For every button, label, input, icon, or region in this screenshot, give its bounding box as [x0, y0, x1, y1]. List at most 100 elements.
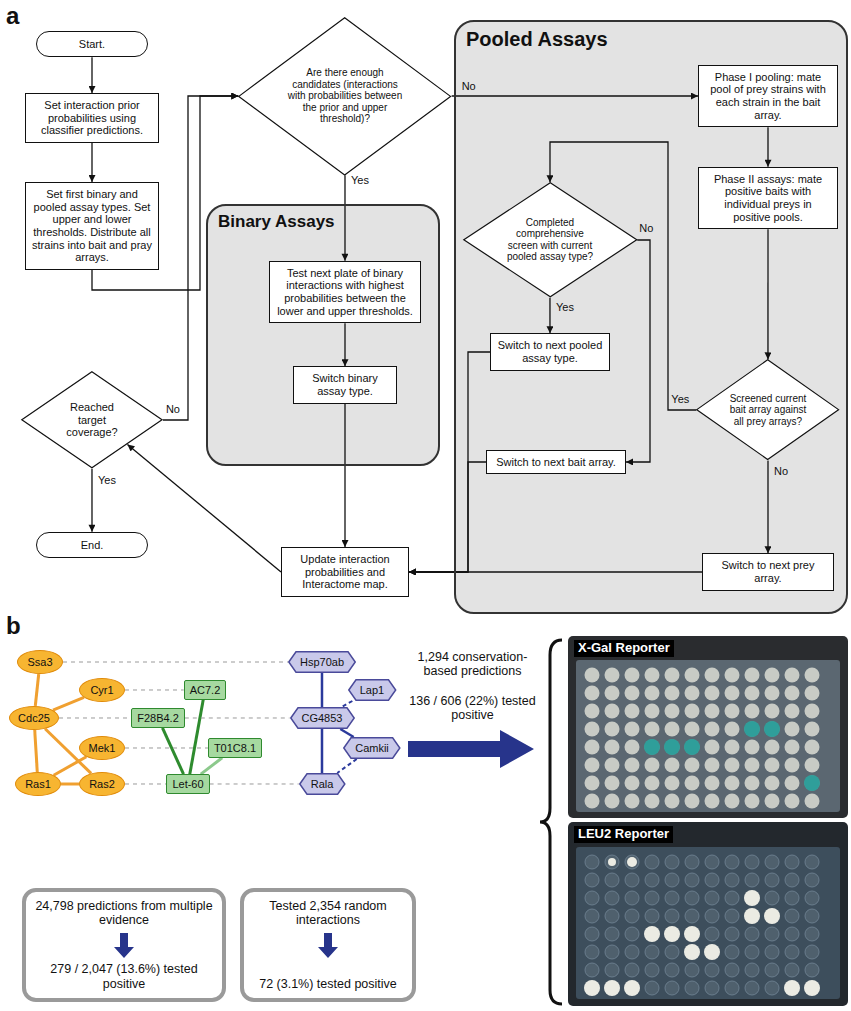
- interaction-line: [162, 728, 183, 774]
- node-text: Set first binary and pooled assay types.…: [32, 188, 152, 264]
- interaction-line: [53, 697, 84, 710]
- node-text: Completed comprehensive screen with curr…: [505, 217, 595, 263]
- process-box: Set first binary and pooled assay types.…: [25, 182, 159, 270]
- result-box: Tested 2,354 random interactions72 (3.1%…: [240, 888, 416, 1002]
- process-box: Switch binary assay type.: [293, 366, 397, 403]
- band-heading: Binary Assays: [218, 212, 335, 232]
- node-text: CG4853: [302, 712, 343, 725]
- process-box: Update interaction probabilities and Int…: [281, 547, 409, 597]
- node-text: 72 (3.1%) tested positive: [250, 977, 406, 991]
- process-box: Set interaction prior probabilities usin…: [25, 93, 159, 143]
- curly-brace: [540, 640, 562, 1004]
- interaction-line: [35, 730, 38, 772]
- flow-arrow: [452, 95, 698, 96]
- edge-label-box: No: [774, 465, 788, 478]
- down-arrow: [318, 933, 338, 958]
- panel-letter: a: [6, 2, 19, 30]
- interaction-line: [190, 700, 203, 774]
- annotation-text-box: 1,294 conservation-based predictions: [405, 650, 540, 679]
- plate-frame: [568, 636, 848, 818]
- colony-grid: [582, 853, 822, 997]
- interaction-line: [61, 783, 79, 786]
- gene-node: Lap1: [348, 679, 396, 701]
- annotation-text: 136 / 606 (22%) tested positive: [405, 694, 540, 723]
- annotation-text-box: 136 / 606 (22%) tested positive: [405, 694, 540, 723]
- edge-label: Yes: [351, 174, 369, 187]
- gene-node: Ras2: [79, 772, 125, 796]
- edge-label: Yes: [556, 301, 574, 314]
- decision-diamond: Screened current bait array against all …: [696, 359, 839, 460]
- blue-colonies: [644, 721, 820, 791]
- edge-label-box: No: [166, 403, 180, 416]
- process-box: Switch to next bait array.: [486, 450, 626, 475]
- gene-node: Cdc25: [9, 706, 59, 730]
- gene-node: F28B4.2: [131, 708, 185, 728]
- panel-letter: b: [6, 612, 21, 640]
- interaction-line: [185, 717, 290, 718]
- flow-arrow: [626, 240, 650, 462]
- interaction-line: [59, 717, 131, 718]
- flow-arrow: [344, 175, 345, 260]
- gene-node: CG4853: [290, 707, 355, 729]
- panel-letter-box: b: [6, 612, 21, 640]
- node-text: Rala: [311, 778, 334, 791]
- edge-label: Yes: [671, 393, 689, 406]
- interaction-line: [125, 689, 184, 690]
- flow-arrow: [409, 462, 486, 572]
- node-text: Ssa3: [27, 656, 52, 669]
- flow-arrow: [127, 444, 281, 572]
- big-arrow: [408, 730, 534, 768]
- node-text: Ras2: [89, 778, 115, 791]
- edge-label-box: No: [639, 222, 653, 235]
- node-text: End.: [45, 539, 139, 552]
- band-fill: [454, 20, 848, 614]
- gene-node: Camkii: [343, 737, 401, 759]
- node-text: Hsp70ab: [300, 656, 344, 669]
- interaction-line: [342, 701, 353, 707]
- flow-arrow: [344, 404, 345, 547]
- node-text: Camkii: [355, 742, 389, 755]
- node-text: F28B4.2: [137, 712, 179, 725]
- node-text: Screened current bait array against all …: [728, 393, 808, 428]
- down-arrow: [114, 933, 134, 958]
- node-text: AC7.2: [190, 684, 221, 697]
- flow-arrow: [91, 57, 92, 93]
- gene-node: Ras1: [15, 772, 61, 796]
- band-heading: Pooled Assays: [466, 28, 608, 51]
- flow-arrow: [409, 352, 490, 572]
- gene-node: Rala: [299, 773, 346, 795]
- node-text: Start.: [45, 38, 139, 51]
- process-box: Test next plate of binary interactions w…: [269, 261, 421, 324]
- xgal-plate-photo: [568, 636, 848, 818]
- edge-label: No: [774, 465, 788, 478]
- leu2-plate-photo: [568, 822, 848, 1006]
- interaction-line: [54, 757, 87, 775]
- annotation-text: 1,294 conservation-based predictions: [405, 650, 540, 679]
- colony-grid: [582, 666, 822, 810]
- flow-arrow: [91, 143, 92, 182]
- plate-label: X-Gal Reporter: [574, 640, 674, 657]
- node-text: 279 / 2,047 (13.6%) tested positive: [32, 962, 216, 991]
- flow-arrow: [767, 229, 768, 359]
- node-text: Switch binary assay type.: [300, 372, 390, 397]
- node-text: Cdc25: [18, 712, 50, 725]
- decision-diamond: Completed comprehensive screen with curr…: [463, 182, 638, 298]
- plate-label-box: LEU2 Reporter: [574, 826, 673, 843]
- decision-diamond: Are there enough candidates (interaction…: [238, 17, 451, 176]
- node-text: Reached target coverage?: [56, 401, 128, 439]
- edge-label-box: Yes: [98, 474, 116, 487]
- panel-letter-box: a: [6, 2, 19, 30]
- plate-agar: [576, 660, 840, 812]
- gene-node: Mek1: [79, 736, 125, 760]
- interaction-line: [125, 747, 208, 748]
- node-text: 24,798 predictions from multiple evidenc…: [32, 899, 216, 928]
- flow-arrow: [163, 96, 238, 420]
- node-text: Lap1: [360, 684, 384, 697]
- interaction-line: [340, 729, 353, 737]
- process-box: Switch to next prey array.: [702, 553, 834, 590]
- node-text: Phase II assays: mate positive baits wit…: [705, 173, 831, 224]
- node-text: Switch to next bait array.: [493, 456, 619, 469]
- flow-arrow: [767, 461, 768, 554]
